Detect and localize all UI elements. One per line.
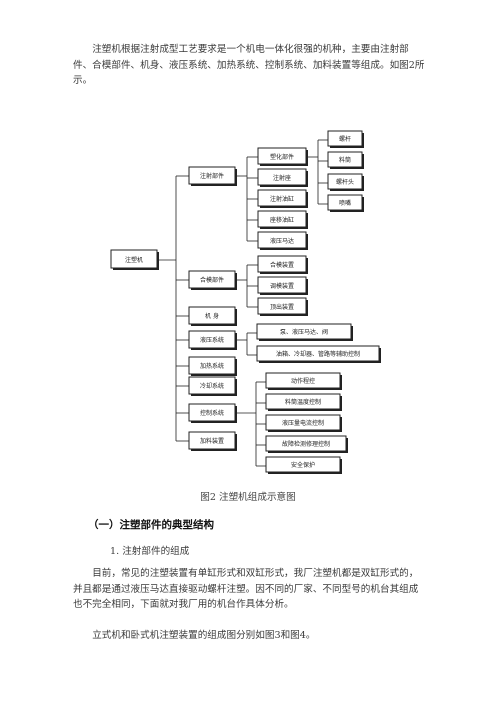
- node-ejector-device: 顶出装置: [257, 297, 308, 316]
- node-label: 螺杆: [339, 135, 351, 143]
- node-label: 注射座: [273, 174, 291, 182]
- node-label: 料筒: [339, 156, 351, 164]
- node-injection-cylinder: 注射油缸: [257, 189, 308, 208]
- node-label: 机 身: [205, 312, 219, 320]
- node-barrel: 料筒: [327, 151, 364, 169]
- node-label: 塑化部件: [270, 153, 294, 161]
- node-safety-protection: 安全保护: [265, 456, 342, 474]
- intro-paragraph: 注塑机根据注射成型工艺要求是一个机电一体化很强的机种，主要由注射部件、合模部件、…: [73, 44, 425, 87]
- node-label: 控制系统: [200, 409, 224, 417]
- node-cooling-system: 冷却系统: [188, 376, 237, 396]
- node-hydraulic-motor: 液压马达: [257, 231, 308, 250]
- node-hydraulic-system: 液压系统: [188, 330, 237, 350]
- node-mold-adjust-device: 调模装置: [257, 276, 308, 295]
- node-label: 安全保护: [291, 461, 315, 469]
- node-barrel-temperature-control: 料筒温度控制: [265, 393, 342, 411]
- node-label: 顶出装置: [270, 303, 294, 311]
- node-hydraulic-current-control: 液压量电流控制: [265, 414, 342, 432]
- node-heating-system: 加热系统: [188, 356, 237, 376]
- body-paragraph-2: 立式机和卧式机注塑装置的组成图分别如图3和图4。: [92, 630, 316, 641]
- node-nozzle: 喷嘴: [327, 194, 364, 212]
- node-label: 调模装置: [270, 282, 294, 290]
- node-label: 螺杆头: [336, 178, 354, 186]
- node-label: 加料装置: [200, 437, 224, 445]
- node-injection-unit: 注射部件: [188, 166, 237, 186]
- node-label: 动作程控: [291, 377, 315, 385]
- node-label: 合模装置: [270, 261, 294, 269]
- diagram-connectors: [158, 139, 328, 467]
- node-label: 加热系统: [200, 362, 224, 370]
- node-label: 油箱、冷却器、管路等辅助控制: [276, 350, 360, 358]
- node-carriage-cylinder: 座移油缸: [257, 210, 308, 229]
- node-injection-seat: 注射座: [257, 168, 308, 187]
- node-label: 泵、液压马达、阀: [280, 328, 328, 336]
- node-fault-detection-control: 故障检测修理控制: [265, 435, 348, 453]
- node-label: 料筒温度控制: [285, 398, 321, 406]
- figure-caption: 图2 注塑机组成示意图: [200, 492, 296, 503]
- node-label: 液压系统: [200, 336, 224, 344]
- node-label: 冷却系统: [200, 382, 224, 390]
- node-root: 注塑机: [110, 249, 159, 270]
- node-label: 液压马达: [270, 237, 294, 245]
- node-machine-body: 机 身: [188, 306, 237, 326]
- node-plasticizing-unit: 塑化部件: [257, 147, 308, 166]
- node-clamping-device: 合模装置: [257, 255, 308, 274]
- node-label: 注射部件: [200, 172, 224, 180]
- node-screw: 螺杆: [327, 130, 364, 148]
- body-paragraph: 目前，常见的注塑装置有单缸形式和双缸形式，我厂注塑机都是双缸形式的，并且都是通过…: [73, 568, 419, 611]
- node-control-system: 控制系统: [188, 403, 237, 423]
- section-heading: （一）注塑部件的典型结构: [88, 519, 214, 531]
- node-tank-cooler-piping: 油箱、冷却器、管路等辅助控制: [256, 345, 381, 363]
- node-label: 液压量电流控制: [282, 419, 324, 427]
- node-label: 座移油缸: [270, 216, 294, 224]
- node-feeding-device: 加料装置: [188, 431, 237, 451]
- node-label: 合模部件: [200, 276, 224, 284]
- node-clamping-unit: 合模部件: [188, 270, 237, 290]
- node-label: 故障检测修理控制: [282, 440, 330, 448]
- node-screw-head: 螺杆头: [327, 173, 364, 191]
- node-motion-program-control: 动作程控: [265, 372, 342, 390]
- subheading: 1. 注射部件的组成: [110, 546, 190, 557]
- node-pump-motor-valve: 泵、液压马达、阀: [256, 323, 353, 341]
- node-label: 注塑机: [125, 256, 143, 264]
- node-label: 喷嘴: [339, 199, 351, 207]
- node-label: 注射油缸: [270, 195, 294, 203]
